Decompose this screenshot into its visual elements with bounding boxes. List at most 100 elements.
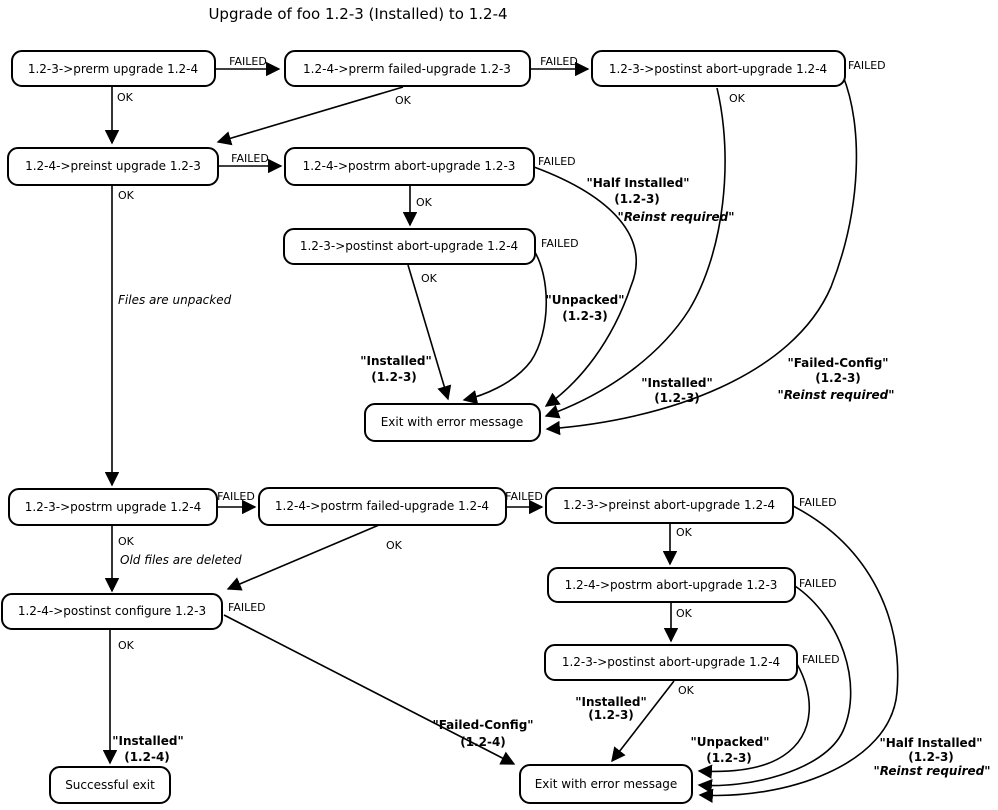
node-box xyxy=(7,147,219,186)
node-label: 1.2-3->prerm upgrade 1.2-4 xyxy=(28,62,198,76)
edge-label-ok: OK xyxy=(117,91,134,104)
edge-postinst-abort-mid-failed xyxy=(462,248,548,405)
edge-postinst-abort-top-ok xyxy=(544,87,726,419)
node-label: 1.2-3->postinst abort-upgrade 1.2-4 xyxy=(562,655,780,669)
node-postinst-abort-upgrade-bottom: 1.2-3->postinst abort-upgrade 1.2-4 xyxy=(544,644,798,681)
edge-postrm-abort-mid-failed xyxy=(533,166,637,407)
state-half-installed-bottom: "Reinst required" xyxy=(874,764,991,778)
edge-label-ok: OK xyxy=(118,639,135,652)
node-label: 1.2-3->postinst abort-upgrade 1.2-4 xyxy=(609,62,827,76)
node-preinst-abort-upgrade: 1.2-3->preinst abort-upgrade 1.2-4 xyxy=(545,487,794,524)
node-box xyxy=(284,147,535,186)
node-postrm-abort-upgrade-mid: 1.2-4->postrm abort-upgrade 1.2-3 xyxy=(284,147,535,186)
edge-postinst-configure-failed xyxy=(223,614,516,765)
edge-label-ok: OK xyxy=(676,607,693,620)
state-installed-bottom-left: "Installed" xyxy=(112,734,183,748)
edge-label-failed: FAILED xyxy=(799,577,837,590)
node-exit-error-bottom: Exit with error message xyxy=(519,764,693,804)
edge-label-ok: OK xyxy=(421,272,438,285)
edge-label-ok: OK xyxy=(416,196,433,209)
edge-postrm-abort-bottom-failed xyxy=(697,585,852,794)
edge-label-ok: OK xyxy=(678,684,695,697)
state-half-installed-top: (1.2-3) xyxy=(614,192,660,206)
edge-label-failed: FAILED xyxy=(217,490,255,503)
state-installed-top-left: (1.2-3) xyxy=(371,370,417,384)
node-postinst-abort-upgrade-top: 1.2-3->postinst abort-upgrade 1.2-4 xyxy=(591,50,846,87)
node-label: 1.2-3->preinst abort-upgrade 1.2-4 xyxy=(563,498,775,512)
state-failed-config-bottom: (1.2-4) xyxy=(460,735,506,749)
node-postrm-failed-upgrade: 1.2-4->postrm failed-upgrade 1.2-4 xyxy=(258,487,507,526)
node-box xyxy=(591,50,846,87)
edge-label-ok: OK xyxy=(729,92,746,105)
state-half-installed-bottom: "Half Installed" xyxy=(879,736,982,750)
node-box xyxy=(284,50,531,87)
state-failed-config-top: "Failed-Config" xyxy=(787,356,888,370)
node-label: 1.2-3->postrm upgrade 1.2-4 xyxy=(25,500,202,514)
edge-label-ok: OK xyxy=(395,94,412,107)
node-label: 1.2-4->postinst configure 1.2-3 xyxy=(18,604,206,618)
state-half-installed-top: "Half Installed" xyxy=(586,176,689,190)
node-box xyxy=(49,766,171,804)
node-label: 1.2-3->postinst abort-upgrade 1.2-4 xyxy=(300,239,518,253)
node-label: Exit with error message xyxy=(381,415,524,429)
node-prerm-upgrade: 1.2-3->prerm upgrade 1.2-4 xyxy=(11,50,216,87)
node-box xyxy=(1,593,223,630)
node-box xyxy=(544,644,798,681)
node-label: 1.2-4->prerm failed-upgrade 1.2-3 xyxy=(303,62,511,76)
edge-label-ok: OK xyxy=(118,535,135,548)
edge-label-failed: FAILED xyxy=(541,237,579,250)
edge-postinst-abort-mid-ok xyxy=(407,264,452,401)
state-installed-top-right: "Installed" xyxy=(641,376,712,390)
edge-postinst-abort-bottom-failed xyxy=(697,663,811,779)
node-label: Successful exit xyxy=(65,778,155,792)
edge-label-failed: FAILED xyxy=(538,155,576,168)
state-unpacked-top: (1.2-3) xyxy=(562,309,608,323)
edge-label-failed: FAILED xyxy=(228,601,266,614)
state-failed-config-top: "Reinst required" xyxy=(778,388,895,402)
edge-label-failed: FAILED xyxy=(505,490,543,503)
state-failed-config-top: (1.2-3) xyxy=(815,371,861,385)
edge-label-failed: FAILED xyxy=(802,653,840,666)
node-label: 1.2-4->preinst upgrade 1.2-3 xyxy=(25,159,201,173)
state-unpacked-bottom: (1.2-3) xyxy=(706,751,752,765)
node-label: 1.2-4->postrm abort-upgrade 1.2-3 xyxy=(565,578,778,592)
state-installed-top-right: (1.2-3) xyxy=(654,391,700,405)
edge-label-failed: FAILED xyxy=(799,496,837,509)
node-successful-exit: Successful exit xyxy=(49,766,171,804)
state-installed-top-left: "Installed" xyxy=(360,354,431,368)
node-label: 1.2-4->postrm abort-upgrade 1.2-3 xyxy=(303,159,516,173)
node-box xyxy=(545,487,794,524)
node-box xyxy=(364,403,541,442)
node-label: 1.2-4->postrm failed-upgrade 1.2-4 xyxy=(275,499,489,513)
edge-label-failed: FAILED xyxy=(540,55,578,68)
edge-postinst-abort-bottom-ok xyxy=(611,680,675,763)
edge-label-ok: OK xyxy=(676,526,693,539)
edge-prerm-failed-upgrade-ok xyxy=(216,86,404,146)
node-box xyxy=(11,50,216,87)
edge-postrm-failed-upgrade-ok xyxy=(226,524,380,591)
diagram-title: Upgrade of foo 1.2-3 (Installed) to 1.2-… xyxy=(208,5,507,23)
node-box xyxy=(547,567,796,603)
state-installed-bottom-mid: (1.2-3) xyxy=(588,708,634,722)
node-label: Exit with error message xyxy=(535,777,678,791)
edge-label-ok: OK xyxy=(386,539,403,552)
state-unpacked-bottom: "Unpacked" xyxy=(691,735,770,749)
node-box xyxy=(258,487,507,526)
state-unpacked-top: "Unpacked" xyxy=(546,293,625,307)
state-half-installed-bottom: (1.2-3) xyxy=(908,750,954,764)
node-postinst-configure: 1.2-4->postinst configure 1.2-3 xyxy=(1,593,223,630)
edge-preinst-abort-failed xyxy=(698,505,899,803)
edge-label-failed: FAILED xyxy=(229,55,267,68)
edge-postinst-abort-top-failed xyxy=(545,75,858,436)
edge-label-failed: FAILED xyxy=(848,59,886,72)
state-installed-bottom-left: (1.2-4) xyxy=(124,750,170,764)
edge-label-failed: FAILED xyxy=(231,152,269,165)
state-half-installed-top: "Reinst required" xyxy=(618,210,735,224)
node-preinst-upgrade: 1.2-4->preinst upgrade 1.2-3 xyxy=(7,147,219,186)
node-box xyxy=(519,764,693,804)
node-exit-error-top: Exit with error message xyxy=(364,403,541,442)
edge-label-ok: OK xyxy=(118,189,135,202)
node-box xyxy=(8,488,218,526)
